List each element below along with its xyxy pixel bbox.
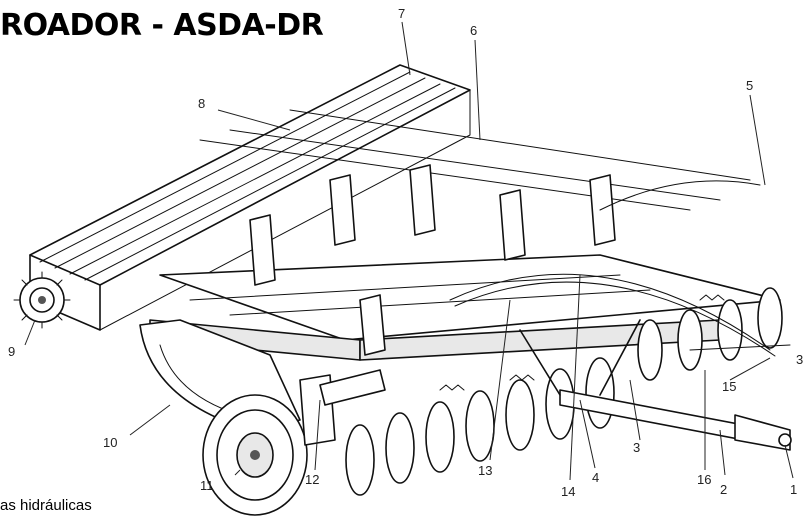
- tine-shanks: [249, 164, 725, 391]
- wheel-arm: [299, 369, 386, 446]
- callout-8: 8: [198, 96, 205, 111]
- callout-16: 16: [697, 472, 711, 487]
- callout-11: 11: [200, 478, 214, 493]
- callout-10: 10: [103, 435, 117, 450]
- callout-5: 5: [746, 78, 753, 93]
- diagram-title: ROADOR - ASDA-DR: [0, 8, 324, 43]
- callout-labels: 1 2 3 3 4 5 6 7 8 9 10 11 12 13 14 15 16: [8, 6, 803, 499]
- callout-9: 9: [8, 344, 15, 359]
- callout-7: 7: [398, 6, 405, 21]
- rear-roller: [29, 64, 471, 331]
- callout-1: 1: [790, 482, 797, 497]
- roller-gear: [13, 271, 71, 329]
- callout-4: 4: [592, 470, 599, 485]
- transport-wheel: [202, 394, 308, 516]
- callout-6: 6: [470, 23, 477, 38]
- callout-3-secondary: 3: [796, 352, 803, 367]
- callout-12: 12: [305, 472, 319, 487]
- drawbar-hitch: [519, 319, 792, 451]
- hydraulic-hoses: [449, 180, 791, 357]
- callout-13: 13: [478, 463, 492, 478]
- leader-lines: [24, 21, 794, 481]
- callout-14: 14: [561, 484, 575, 499]
- callout-2: 2: [720, 482, 727, 497]
- callout-3: 3: [633, 440, 640, 455]
- footer-caption: as hidráulicas: [0, 497, 92, 514]
- callout-15: 15: [722, 379, 736, 394]
